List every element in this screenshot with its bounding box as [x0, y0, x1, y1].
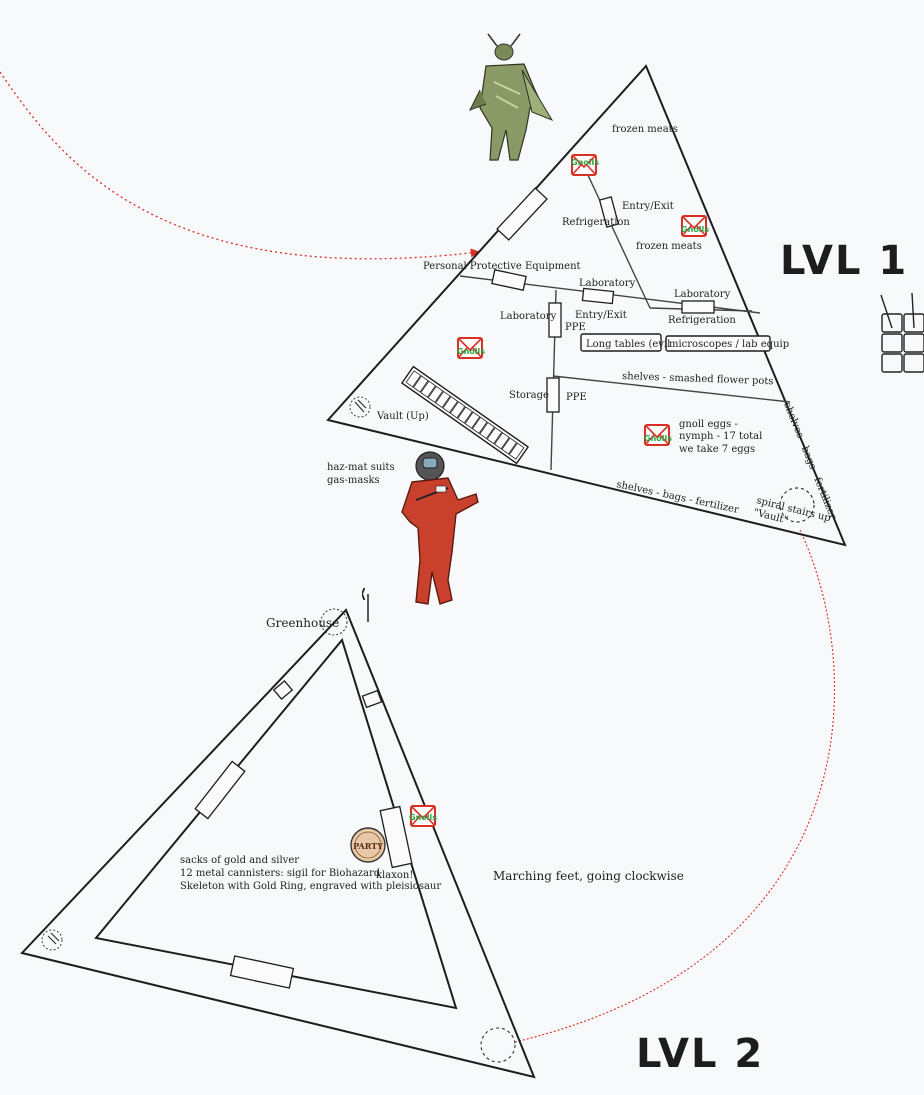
marching-note: Marching feet, going clockwise — [493, 869, 684, 883]
level1-outer-wall — [326, 64, 847, 547]
ppe-label: PPE — [565, 322, 586, 333]
shelves-label: shelves - bags - fertilizer — [615, 479, 740, 516]
spiral-stairs-icon — [779, 487, 815, 523]
level2-stairs-icon — [480, 1027, 516, 1063]
vault-label: Vault (Up) — [376, 411, 429, 422]
loot-note: 12 metal cannisters: sigil for Biohazard — [180, 868, 381, 879]
loot-note: Skeleton with Gold Ring, engraved with p… — [180, 881, 441, 892]
level2-map: Gnolls PARTY sacks of gold and silver 12… — [20, 608, 536, 1079]
level1-lower-wall — [552, 375, 791, 403]
loot-note: sacks of gold and silver — [180, 855, 299, 866]
level2-outer-wall — [20, 608, 536, 1079]
microscopes-label: microscopes / lab equip — [669, 339, 789, 350]
greenhouse-label: Greenhouse — [266, 616, 339, 630]
party-token-icon: PARTY — [350, 827, 386, 863]
gnolls-badge-text: Gnolls — [681, 225, 709, 234]
laboratory-label: Laboratory — [579, 278, 636, 289]
level1-ppe-door — [491, 269, 527, 291]
level1-lab-right-door — [681, 300, 715, 314]
frozen-meats-label: frozen meats — [612, 124, 678, 135]
level1-storage-door — [546, 377, 560, 413]
level1-lab-door — [581, 287, 615, 305]
microscopes-box — [665, 335, 771, 352]
greenhouse-stairs-icon — [320, 608, 348, 636]
mantis-warrior-figure — [468, 33, 554, 161]
frozen-meats-label: frozen meats — [636, 241, 702, 252]
stairs-icon — [349, 396, 371, 418]
klaxon-note: klaxon! — [376, 870, 413, 881]
grid-doodle — [880, 292, 924, 373]
level2-door — [272, 679, 294, 701]
dotted-arc-path — [514, 529, 835, 1043]
hazmat-figure — [401, 451, 479, 605]
level1-entry-door — [496, 187, 548, 241]
gnolls-badge-text: Gnolls — [571, 158, 599, 167]
laboratory-label: Laboratory — [674, 289, 731, 300]
hazmat-note: haz-mat suits — [327, 462, 395, 473]
level1-heading: LVL 1 — [780, 238, 908, 284]
level2-door — [229, 955, 295, 989]
level1-map: Gnolls Gnolls Gnolls Gnolls frozen meats… — [326, 64, 847, 547]
shelving-rack — [400, 365, 530, 465]
refrigeration-label: Refrigeration — [668, 315, 736, 326]
gnoll-eggs-label: gnoll eggs - — [679, 419, 738, 430]
laboratory-label: Laboratory — [500, 311, 557, 322]
level1-refrigeration-door — [598, 196, 620, 228]
level1-ppe-side-door — [548, 302, 562, 338]
level2-door — [194, 760, 246, 820]
shelves-label: shelves - smashed flower pots — [622, 371, 774, 387]
ppe-label: Personal Protective Equipment — [423, 261, 581, 272]
gnolls-badge-text: Gnolls — [409, 813, 437, 822]
hazmat-note: gas-masks — [327, 475, 380, 486]
level2-door — [379, 805, 413, 869]
long-tables-label: Long tables (evil — [586, 339, 670, 350]
level2-heading: LVL 2 — [636, 1031, 764, 1077]
level2-door — [361, 689, 383, 709]
stairs-icon — [41, 929, 63, 951]
ppe-label: PPE — [566, 392, 587, 403]
long-tables-box — [580, 333, 662, 352]
level1-freezer-wall — [579, 157, 651, 309]
party-token-text: PARTY — [353, 841, 383, 851]
dotted-arrow-path — [0, 71, 480, 260]
entry-exit-label: Entry/Exit — [575, 310, 627, 321]
refrigeration-label: Refrigeration — [562, 217, 630, 228]
gnoll-eggs-label: we take 7 eggs — [679, 444, 755, 455]
gnoll-eggs-label: nymph - 17 total — [679, 431, 762, 442]
entry-exit-label: Entry/Exit — [622, 201, 674, 212]
storage-label: Storage — [509, 390, 549, 401]
gnolls-badge-text: Gnolls — [644, 434, 672, 443]
gnolls-badge-text: Gnolls — [457, 347, 485, 356]
